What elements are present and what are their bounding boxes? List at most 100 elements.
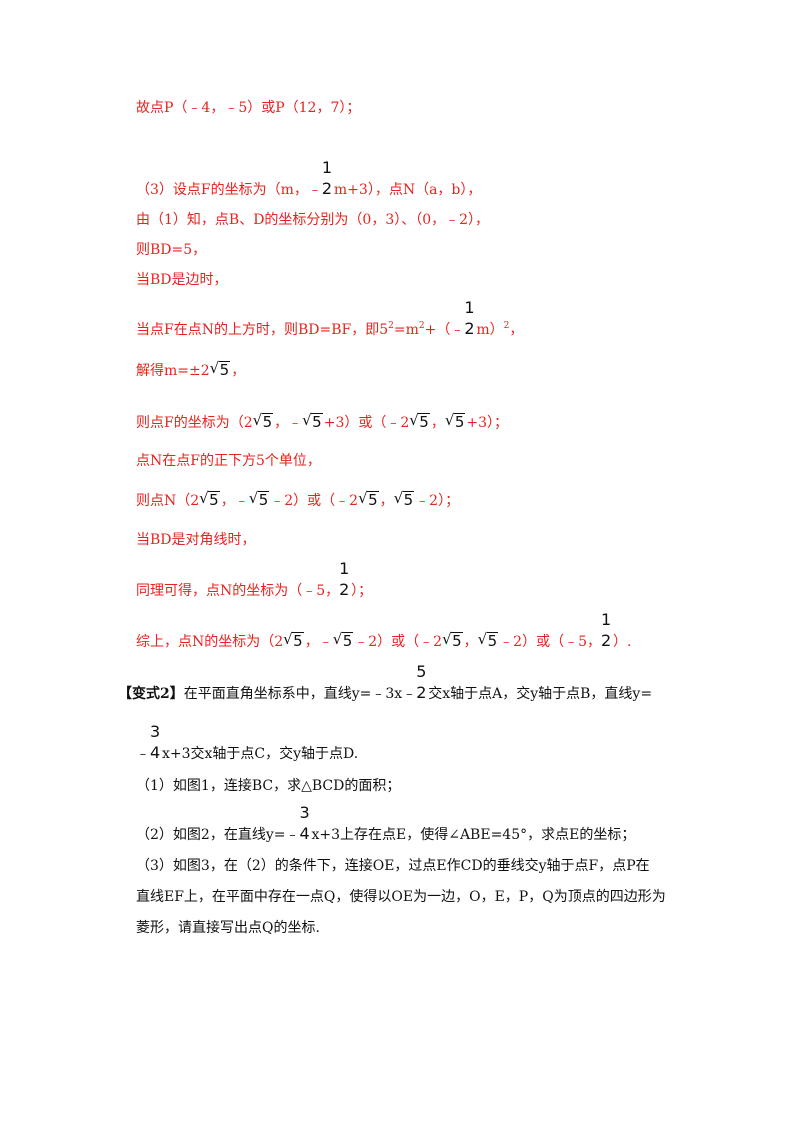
- question-3-line2: 直线EF上，在平面中存在一点Q，使得以OE为一边，O，E，P，Q为顶点的四边形为: [136, 889, 666, 905]
- text-segment: 则点N（2: [136, 493, 200, 509]
- text-segment: m）: [476, 322, 504, 338]
- sqrt-five: √5: [332, 630, 354, 652]
- radical-sign: √: [442, 630, 452, 648]
- text-segment: ，﹣: [220, 493, 249, 509]
- text-segment: ）；: [351, 583, 373, 599]
- sqrt-five: √5: [252, 411, 274, 433]
- sqrt-five: √5: [209, 359, 231, 381]
- sqrt-five: √5: [199, 489, 220, 511]
- exponent: 2: [418, 321, 425, 331]
- fraction-denominator: 2: [321, 179, 333, 198]
- radicand: 5: [486, 632, 499, 650]
- text-segment: ﹣2）或（﹣5，: [499, 634, 602, 650]
- text-segment: ，: [430, 415, 445, 431]
- fraction-numerator: 1: [601, 610, 612, 629]
- bd-length-line: 则BD=5，: [136, 242, 207, 258]
- question-3-line3: 菱形，请直接写出点Q的坐标.: [136, 920, 320, 936]
- radical-sign: √: [409, 411, 419, 429]
- question-1: （1）如图1，连接BC，求△BCD的面积；: [136, 778, 401, 794]
- n-coordinates-line: 则点N（2√5，﹣√5﹣2）或（﹣2√5，√5﹣2）；: [136, 489, 460, 511]
- text-segment: ，: [379, 493, 394, 509]
- fraction-denominator: 2: [464, 319, 475, 338]
- radical-sign: √: [199, 489, 209, 507]
- text-segment: ，: [231, 363, 246, 379]
- sqrt-five: √5: [409, 411, 430, 433]
- radical-sign: √: [444, 411, 455, 429]
- radical-sign: √: [248, 489, 259, 507]
- text-segment: x+3上存在点E，使得∠ABE=45°，求点E的坐标；: [311, 827, 636, 843]
- text-segment: +3）；: [466, 415, 508, 431]
- text-segment: ﹣2）；: [415, 493, 460, 509]
- sqrt-five: √5: [442, 630, 463, 652]
- f-coordinates-line: 则点F的坐标为（2√5，﹣√5+3）或（﹣2√5，√5+3）；: [136, 411, 508, 433]
- radicand: 5: [341, 632, 354, 650]
- radicand: 5: [451, 632, 463, 650]
- coordinates-b-d-line: 由（1）知，点B、D的坐标分别为（0，3）、（0，﹣2），: [136, 212, 490, 228]
- text-segment: （3）设点F的坐标为（m，﹣: [136, 182, 322, 198]
- text-segment: ，: [463, 634, 478, 650]
- fraction-numerator: 1: [339, 559, 350, 578]
- radicand: 5: [418, 413, 430, 431]
- radicand: 5: [402, 491, 415, 509]
- radicand: 5: [292, 632, 304, 650]
- text-segment: ，﹣: [274, 415, 303, 431]
- text-segment: 解得m=±2: [136, 363, 210, 379]
- radicand: 5: [257, 491, 270, 509]
- radical-sign: √: [283, 630, 293, 648]
- text-segment: 则点F的坐标为（2: [136, 415, 253, 431]
- text-segment: 在平面直角坐标系中，直线y=﹣3x﹣: [183, 686, 417, 702]
- text-segment: +（﹣: [424, 322, 465, 338]
- bd-edge-case-line: 当BD是边时，: [136, 272, 228, 288]
- radicand: 5: [367, 491, 379, 509]
- text-segment: ﹣2）或（﹣2: [354, 634, 443, 650]
- sqrt-five: √5: [358, 489, 379, 511]
- sqrt-five: √5: [444, 411, 466, 433]
- radical-sign: √: [209, 359, 220, 377]
- radical-sign: √: [393, 489, 404, 507]
- text-segment: 交x轴于点A，交y轴于点B，直线y=: [428, 686, 653, 702]
- radical-sign: √: [358, 489, 368, 507]
- fraction-numerator: 3: [299, 803, 310, 822]
- radicand: 5: [311, 413, 323, 431]
- radical-sign: √: [332, 630, 343, 648]
- text-segment: +3）或（﹣2: [323, 415, 410, 431]
- n-below-f-line: 点N在点F的正下方5个单位，: [136, 453, 321, 469]
- text-segment: 同理可得，点N的坐标为（﹣5，: [136, 583, 340, 599]
- fraction-denominator: 4: [150, 743, 161, 762]
- radicand: 5: [453, 413, 466, 431]
- sqrt-five: √5: [248, 489, 270, 511]
- sqrt-five: √5: [302, 411, 323, 433]
- text-segment: x+3交x轴于点C，交y轴于点D.: [162, 746, 359, 762]
- text-segment: ，﹣: [304, 634, 333, 650]
- text-segment: ﹣2）或（﹣2: [270, 493, 359, 509]
- text-segment: 当点F在点N的上方时，则BD=BF，即5: [136, 322, 389, 338]
- sqrt-five: √5: [478, 630, 499, 652]
- fraction-denominator: 2: [601, 631, 612, 650]
- radical-sign: √: [252, 411, 263, 429]
- answer-line-p-points: 故点P（﹣4，﹣5）或P（12，7）；: [136, 100, 361, 116]
- fraction-numerator: 1: [464, 298, 475, 317]
- text-segment: 综上，点N的坐标为（2: [136, 634, 284, 650]
- fraction-denominator: 2: [416, 683, 427, 702]
- text-segment: ，: [509, 322, 524, 338]
- fraction-numerator: 1: [321, 158, 333, 177]
- radicand: 5: [218, 361, 231, 379]
- text-segment: （2）如图2，在直线y=﹣: [136, 827, 300, 843]
- fraction-numerator: 3: [150, 722, 161, 741]
- text-segment: ﹣: [136, 746, 150, 762]
- solve-m-line: 解得m=±2√5，: [136, 359, 246, 381]
